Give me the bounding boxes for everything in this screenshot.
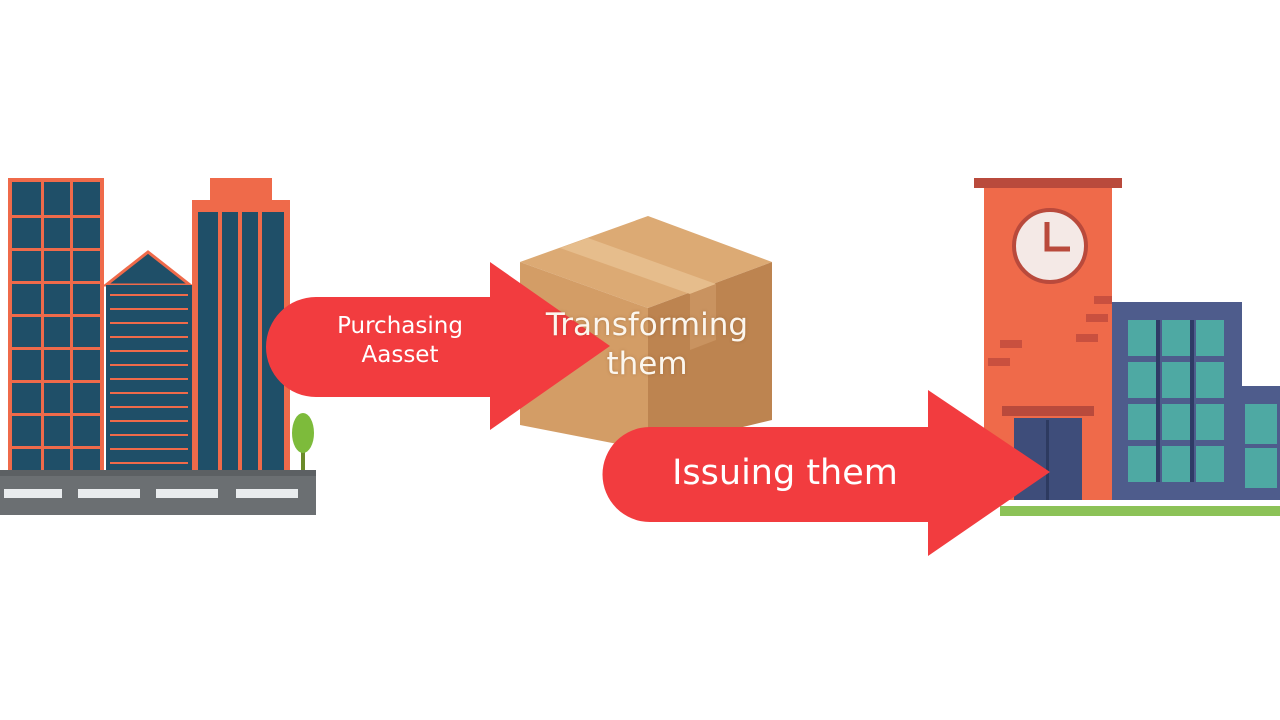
clock-icon (1012, 208, 1088, 284)
school-building-icon (974, 178, 1280, 516)
step-label-purchasing-line2: Aasset (361, 341, 439, 368)
step-label-issuing-line1: Issuing them (672, 453, 898, 493)
arrow-issuing (602, 390, 1050, 556)
step-label-purchasing-line1: Purchasing (337, 313, 463, 339)
step-label-purchasing: Purchasing Aasset (300, 312, 500, 370)
step-label-transforming-line1: Transforming (545, 307, 749, 343)
step-label-transforming-line2: them (606, 345, 688, 382)
step-label-issuing: Issuing them (630, 452, 940, 496)
arrow-purchasing (266, 262, 610, 430)
city-buildings-icon (0, 178, 316, 515)
step-label-transforming: Transforming them (507, 306, 787, 384)
